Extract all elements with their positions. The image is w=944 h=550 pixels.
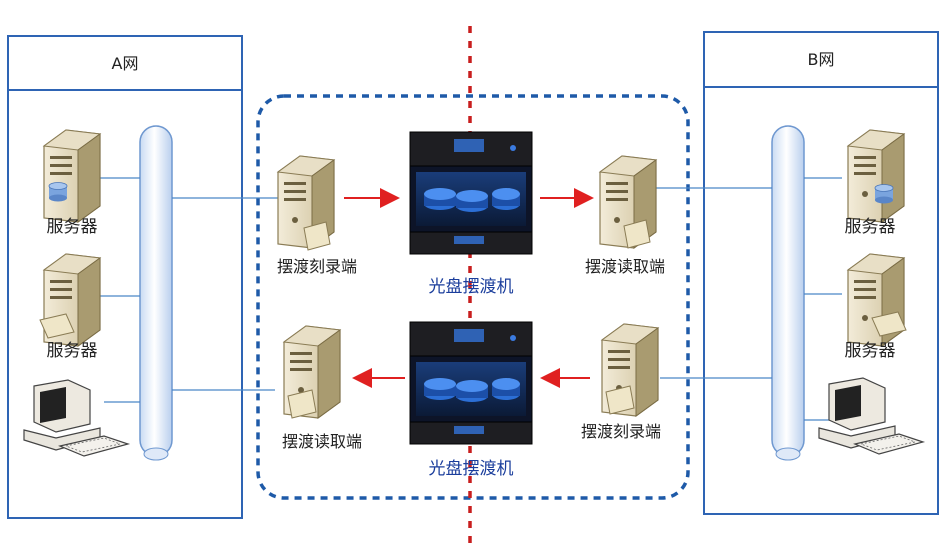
network-a-bus <box>139 125 173 461</box>
a-server-2: 服务器 <box>39 253 101 361</box>
ferry-machine-top: 光盘摆渡机 <box>409 131 533 297</box>
flow-arrows <box>344 188 594 388</box>
network-b-title: B网 <box>808 50 835 69</box>
ferry-machine-top-label: 光盘摆渡机 <box>429 277 514 297</box>
burn-terminal-top-label: 摆渡刻录端 <box>277 257 357 276</box>
mail-icon <box>871 311 907 337</box>
network-a-title: A网 <box>112 54 139 73</box>
read-terminal-top-label: 摆渡读取端 <box>585 257 665 276</box>
b-server-2-label: 服务器 <box>845 341 896 361</box>
ferry-machine-bottom: 光盘摆渡机 <box>409 321 533 479</box>
b-workstation <box>818 377 924 455</box>
a-server-2-label: 服务器 <box>47 341 98 361</box>
b-server-2: 服务器 <box>845 253 907 361</box>
ferry-machine-bottom-label: 光盘摆渡机 <box>429 459 514 479</box>
ferry-zone-boundary <box>256 94 690 500</box>
b-server-1-label: 服务器 <box>845 217 896 237</box>
network-a-panel: A网 <box>7 35 243 519</box>
read-terminal-bottom-label: 摆渡读取端 <box>282 432 362 451</box>
connection-lines <box>100 177 842 421</box>
a-workstation <box>23 379 129 457</box>
a-server-1-label: 服务器 <box>47 217 98 237</box>
burn-terminal-bottom-label: 摆渡刻录端 <box>581 422 661 441</box>
burn-terminal-top: 摆渡刻录端 <box>277 155 357 276</box>
network-b-bus <box>771 125 805 461</box>
database-icon <box>48 182 68 202</box>
mail-icon <box>39 313 75 339</box>
read-terminal-top: 摆渡读取端 <box>585 155 665 276</box>
read-terminal-bottom: 摆渡读取端 <box>282 325 362 451</box>
a-server-1: 服务器 <box>43 129 101 237</box>
b-server-1: 服务器 <box>845 129 905 237</box>
database-icon <box>874 184 894 204</box>
network-b-panel: B网 <box>703 31 939 515</box>
burn-terminal-bottom: 摆渡刻录端 <box>581 323 661 441</box>
